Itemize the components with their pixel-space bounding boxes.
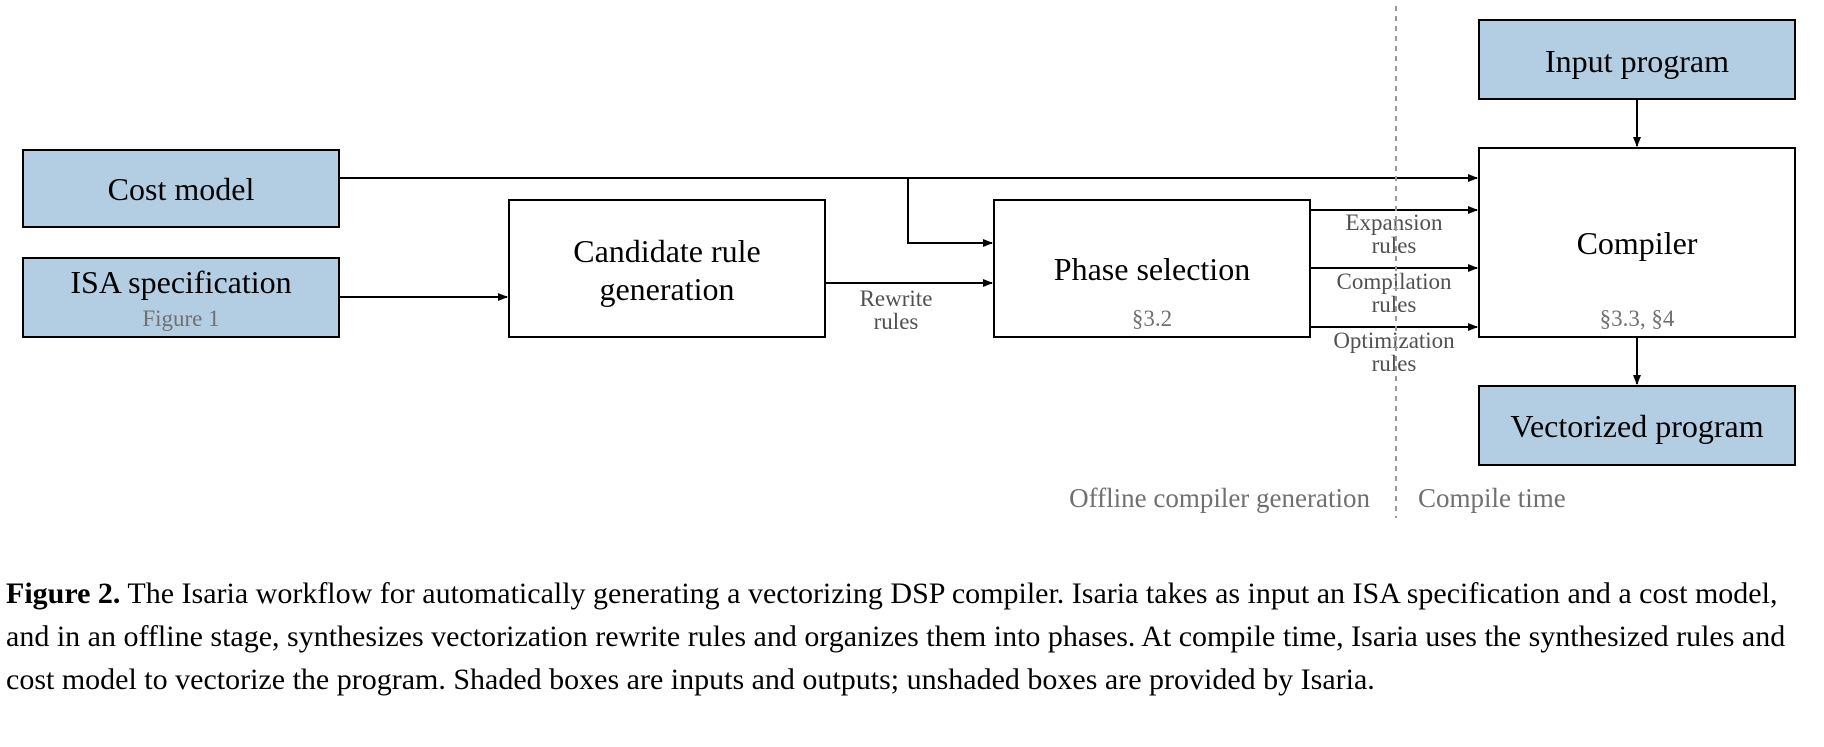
input-program-label: Input program bbox=[1545, 43, 1729, 79]
compiler-label: Compiler bbox=[1577, 225, 1698, 261]
vectorized-program-label: Vectorized program bbox=[1510, 408, 1763, 444]
figure-caption-lead: Figure 2. bbox=[6, 577, 121, 610]
cost-model-box bbox=[22, 149, 340, 228]
vectorized-program-box bbox=[1478, 385, 1796, 466]
compilation-rules-label-line1: Compilation bbox=[1337, 269, 1453, 294]
optimization-rules-label-line2: rules bbox=[1372, 351, 1417, 376]
workflow-diagram: Cost model ISA specification Figure 1 Ca… bbox=[22, 6, 1796, 518]
workflow-diagram-svg: Cost model ISA specification Figure 1 Ca… bbox=[22, 6, 1796, 518]
compiler-node: Compiler §3.3, §4 bbox=[1478, 147, 1796, 338]
phase-selection-section-ref: §3.2 bbox=[1132, 306, 1172, 331]
cost-model-node: Cost model bbox=[22, 149, 340, 228]
cost-model-label: Cost model bbox=[108, 171, 255, 207]
rewrite-rules-label-line1: Rewrite bbox=[860, 286, 933, 311]
compiler-box bbox=[1478, 147, 1796, 338]
phase-selection-box bbox=[993, 199, 1311, 338]
candidate-rule-generation-node: Candidate rule generation bbox=[508, 199, 826, 338]
isa-spec-figure-ref: Figure 1 bbox=[142, 306, 219, 331]
vectorized-program-node: Vectorized program bbox=[1478, 385, 1796, 466]
input-program-node: Input program bbox=[1478, 19, 1796, 100]
rewrite-rules-label-line2: rules bbox=[874, 309, 919, 334]
isa-spec-box bbox=[22, 257, 340, 338]
offline-phase-label: Offline compiler generation bbox=[1069, 483, 1370, 513]
expansion-rules-label-line1: Expansion bbox=[1345, 210, 1443, 235]
compilation-rules-label-line2: rules bbox=[1372, 292, 1417, 317]
compiler-section-ref: §3.3, §4 bbox=[1600, 306, 1675, 331]
optimization-rules-label-line1: Optimization bbox=[1333, 328, 1455, 353]
edge-cost-model-to-phase-selection bbox=[907, 178, 993, 247]
figure-caption: Figure 2. The Isaria workflow for automa… bbox=[6, 572, 1822, 701]
phase-selection-node: Phase selection §3.2 bbox=[993, 199, 1311, 338]
candidate-rule-generation-label-line1: Candidate rule bbox=[573, 233, 760, 269]
figure-caption-text: The Isaria workflow for automatically ge… bbox=[6, 577, 1786, 696]
candidate-rule-generation-label-line2: generation bbox=[599, 271, 734, 307]
candidate-rule-generation-box bbox=[508, 199, 826, 338]
isa-spec-label: ISA specification bbox=[70, 264, 291, 300]
phase-selection-label: Phase selection bbox=[1054, 251, 1250, 287]
expansion-rules-label-line2: rules bbox=[1372, 233, 1417, 258]
isa-spec-node: ISA specification Figure 1 bbox=[22, 257, 340, 338]
compile-time-phase-label: Compile time bbox=[1418, 483, 1566, 513]
